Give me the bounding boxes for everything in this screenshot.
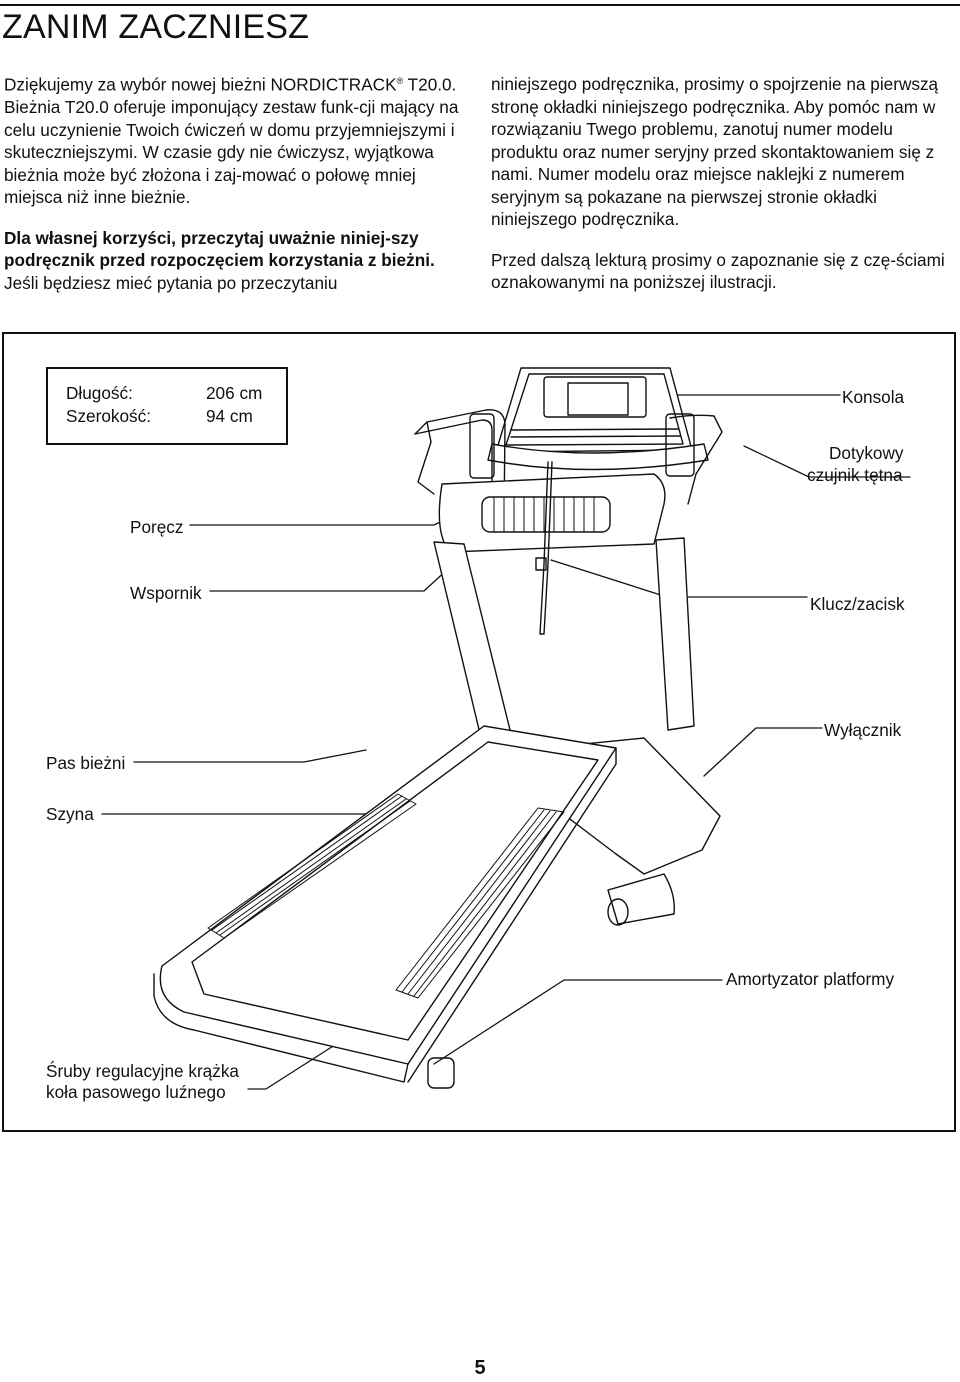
label-pulse-sensor-2: czujnik tętna bbox=[807, 465, 903, 485]
leader-deck-cushion bbox=[433, 979, 723, 1065]
label-upright: Wspornik bbox=[130, 583, 202, 603]
treadmill-illustration bbox=[101, 367, 911, 1090]
length-label: Długość: bbox=[66, 383, 133, 403]
title-rule bbox=[0, 4, 960, 6]
right-column: niniejszego podręcznika, prosimy o spojr… bbox=[491, 73, 953, 312]
rail-grips-drawing bbox=[207, 793, 565, 999]
leader-upright bbox=[209, 555, 463, 592]
leader-walking-belt bbox=[133, 749, 367, 763]
intro-text-a: Dziękujemy za wybór nowej bieżni NORDICT… bbox=[4, 74, 397, 95]
length-value: 206 cm bbox=[206, 383, 263, 403]
label-console: Konsola bbox=[842, 387, 905, 407]
intro-text-b: T20.0. Bieżnia T20.0 oferuje imponujący … bbox=[4, 74, 459, 208]
intro-text-rest: Jeśli będziesz mieć pytania po przeczyta… bbox=[4, 272, 338, 293]
intro-paragraph-1: Dziękujemy za wybór nowej bieżni NORDICT… bbox=[4, 70, 462, 209]
uprights-drawing bbox=[433, 537, 695, 743]
motor-hood-drawing bbox=[438, 473, 666, 553]
page-title: ZANIM ZACZNIESZ bbox=[2, 8, 310, 46]
label-handrail: Poręcz bbox=[130, 517, 184, 537]
registered-mark: ® bbox=[396, 76, 404, 86]
intro-paragraph-3: niniejszego podręcznika, prosimy o spojr… bbox=[491, 74, 939, 229]
leader-pulse-sensor bbox=[743, 445, 911, 478]
treadmill-deck-drawing bbox=[153, 725, 617, 1089]
intro-bold-text: Dla własnej korzyści, przeczytaj uważnie… bbox=[4, 227, 435, 271]
label-power-switch: Wyłącznik bbox=[824, 720, 902, 740]
label-key-clip: Klucz/zacisk bbox=[810, 594, 905, 614]
leader-idler-bolts bbox=[247, 1033, 353, 1090]
label-rail: Szyna bbox=[46, 804, 94, 824]
dimensions-box: Długość: 206 cm Szerokość: 94 cm bbox=[46, 367, 288, 445]
left-column: Dziękujemy za wybór nowej bieżni NORDICT… bbox=[4, 70, 462, 312]
width-label: Szerokość: bbox=[66, 406, 152, 426]
label-pulse-sensor-1: Dotykowy bbox=[829, 443, 904, 463]
page-number: 5 bbox=[474, 1357, 486, 1379]
leader-power-switch bbox=[703, 727, 823, 777]
width-value: 94 cm bbox=[206, 406, 253, 426]
intro-paragraph-2: Dla własnej korzyści, przeczytaj uważnie… bbox=[4, 227, 462, 295]
intro-paragraph-4: Przed dalszą lekturą prosimy o zapoznani… bbox=[491, 249, 945, 293]
label-idler-bolts-1: Śruby regulacyjne krążka bbox=[46, 1061, 239, 1081]
key-clip-drawing bbox=[535, 461, 553, 635]
label-idler-bolts-2: koła pasowego luźnego bbox=[46, 1082, 226, 1102]
console-drawing bbox=[487, 367, 709, 471]
label-walking-belt: Pas bieżni bbox=[46, 753, 126, 773]
treadmill-figure: Długość: 206 cm Szerokość: 94 cm Konsola… bbox=[2, 332, 956, 1132]
label-deck-cushion: Amortyzator platformy bbox=[726, 969, 895, 989]
